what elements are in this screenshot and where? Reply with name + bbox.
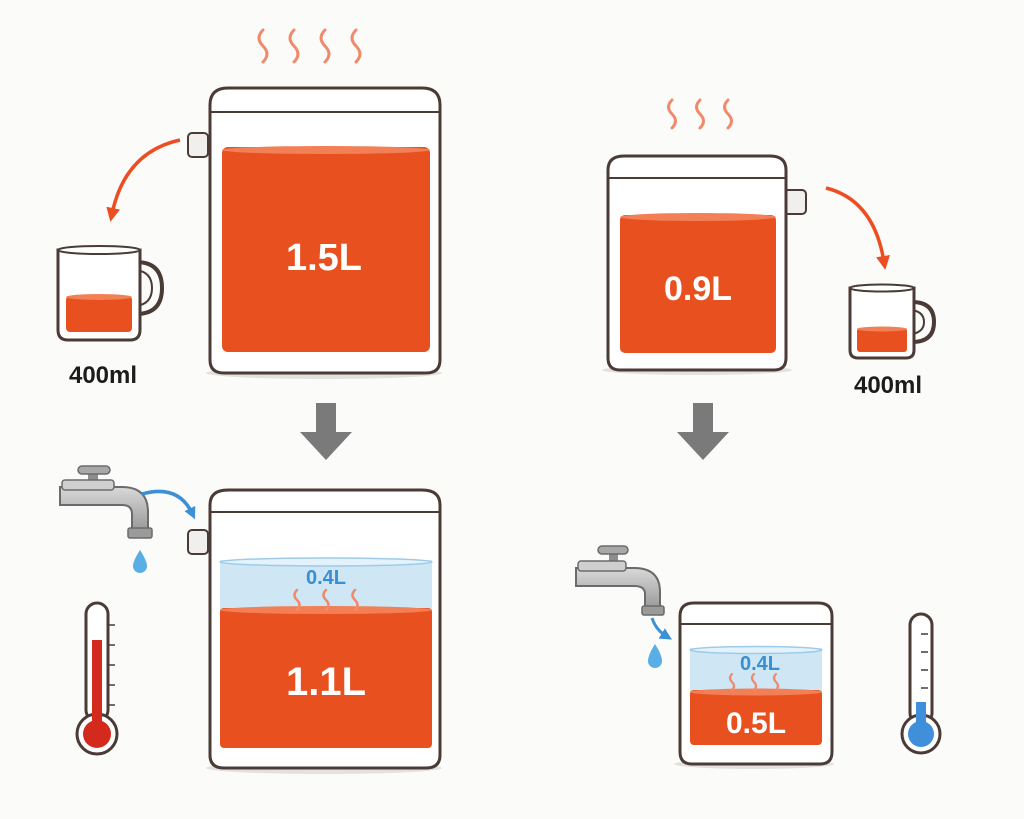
right-down-arrow-icon xyxy=(677,403,729,460)
right-top-container: 0.9L xyxy=(602,154,807,375)
right-bottom-container: 0.4L 0.5L xyxy=(674,601,834,769)
right-cup: 400ml xyxy=(848,283,937,399)
left-top-steam-icon xyxy=(257,28,362,64)
left-water-flow-arrow-icon xyxy=(141,489,196,520)
right-water-flow-arrow-icon xyxy=(650,617,673,640)
right-thermometer-icon xyxy=(900,612,942,755)
left-down-arrow-icon xyxy=(300,403,352,460)
left-thermometer-icon xyxy=(75,601,119,756)
left-added-water-label: 0.4L xyxy=(306,567,346,589)
right-cup-volume-label: 400ml xyxy=(854,372,922,399)
right-pour-arrow-icon xyxy=(825,186,890,270)
left-bottom-steam-icon xyxy=(293,588,359,612)
right-water-drop-icon xyxy=(648,644,662,668)
left-tank-volume-label: 1.5L xyxy=(286,237,362,279)
left-top-container: 1.5L xyxy=(187,86,442,379)
right-remaining-volume-label: 0.5L xyxy=(726,707,786,740)
right-top-steam-icon xyxy=(667,98,733,130)
right-bottom-steam-icon xyxy=(728,672,780,692)
left-faucet-icon xyxy=(59,465,153,539)
left-cup: 400ml xyxy=(56,245,165,389)
left-remaining-volume-label: 1.1L xyxy=(286,660,366,704)
left-bottom-container: 0.4L 1.1L xyxy=(187,488,442,774)
right-faucet-icon xyxy=(575,545,665,616)
left-pour-arrow-icon xyxy=(106,138,181,222)
left-water-drop-icon xyxy=(133,550,147,573)
left-cup-volume-label: 400ml xyxy=(69,362,137,389)
right-tank-volume-label: 0.9L xyxy=(664,270,732,308)
right-added-water-label: 0.4L xyxy=(740,653,780,675)
